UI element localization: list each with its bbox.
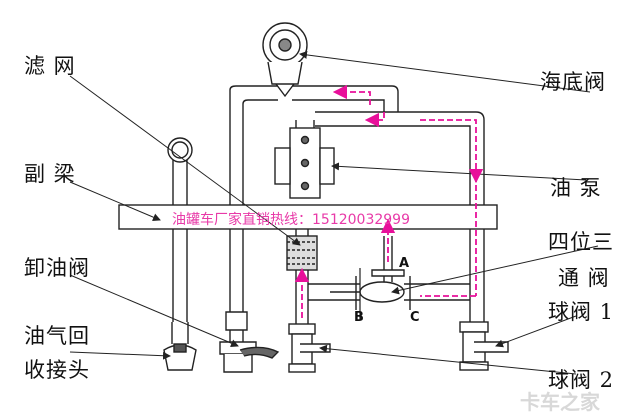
point-c: C	[410, 310, 420, 325]
label-sub-beam: 副 梁	[24, 162, 76, 186]
label-four-way-line1: 四位三	[548, 230, 614, 254]
label-filter: 滤 网	[24, 54, 76, 78]
label-vapor-line1: 油气回	[24, 324, 90, 348]
point-a: A	[399, 256, 410, 271]
label-four-way-line2: 通 阀	[558, 266, 610, 290]
label-unload-valve: 卸油阀	[24, 256, 90, 280]
label-ball-valve-1: 球阀 1	[548, 300, 615, 324]
point-b: B	[354, 310, 364, 325]
corner-logo: 卡车之家	[520, 390, 600, 414]
label-ball-valve-2: 球阀 2	[548, 368, 615, 392]
label-sea-valve: 海底阀	[540, 70, 606, 94]
sub-beam-shape	[118, 204, 498, 230]
watermark: 油罐车厂家直销热线：15120032999	[172, 212, 410, 228]
label-oil-pump: 油 泵	[550, 176, 602, 200]
label-vapor-line2: 收接头	[24, 358, 90, 382]
oil-pump-shape	[274, 120, 335, 199]
sea-valve-shape	[262, 22, 308, 98]
filter-shape	[286, 235, 318, 271]
flow-path	[294, 84, 484, 318]
